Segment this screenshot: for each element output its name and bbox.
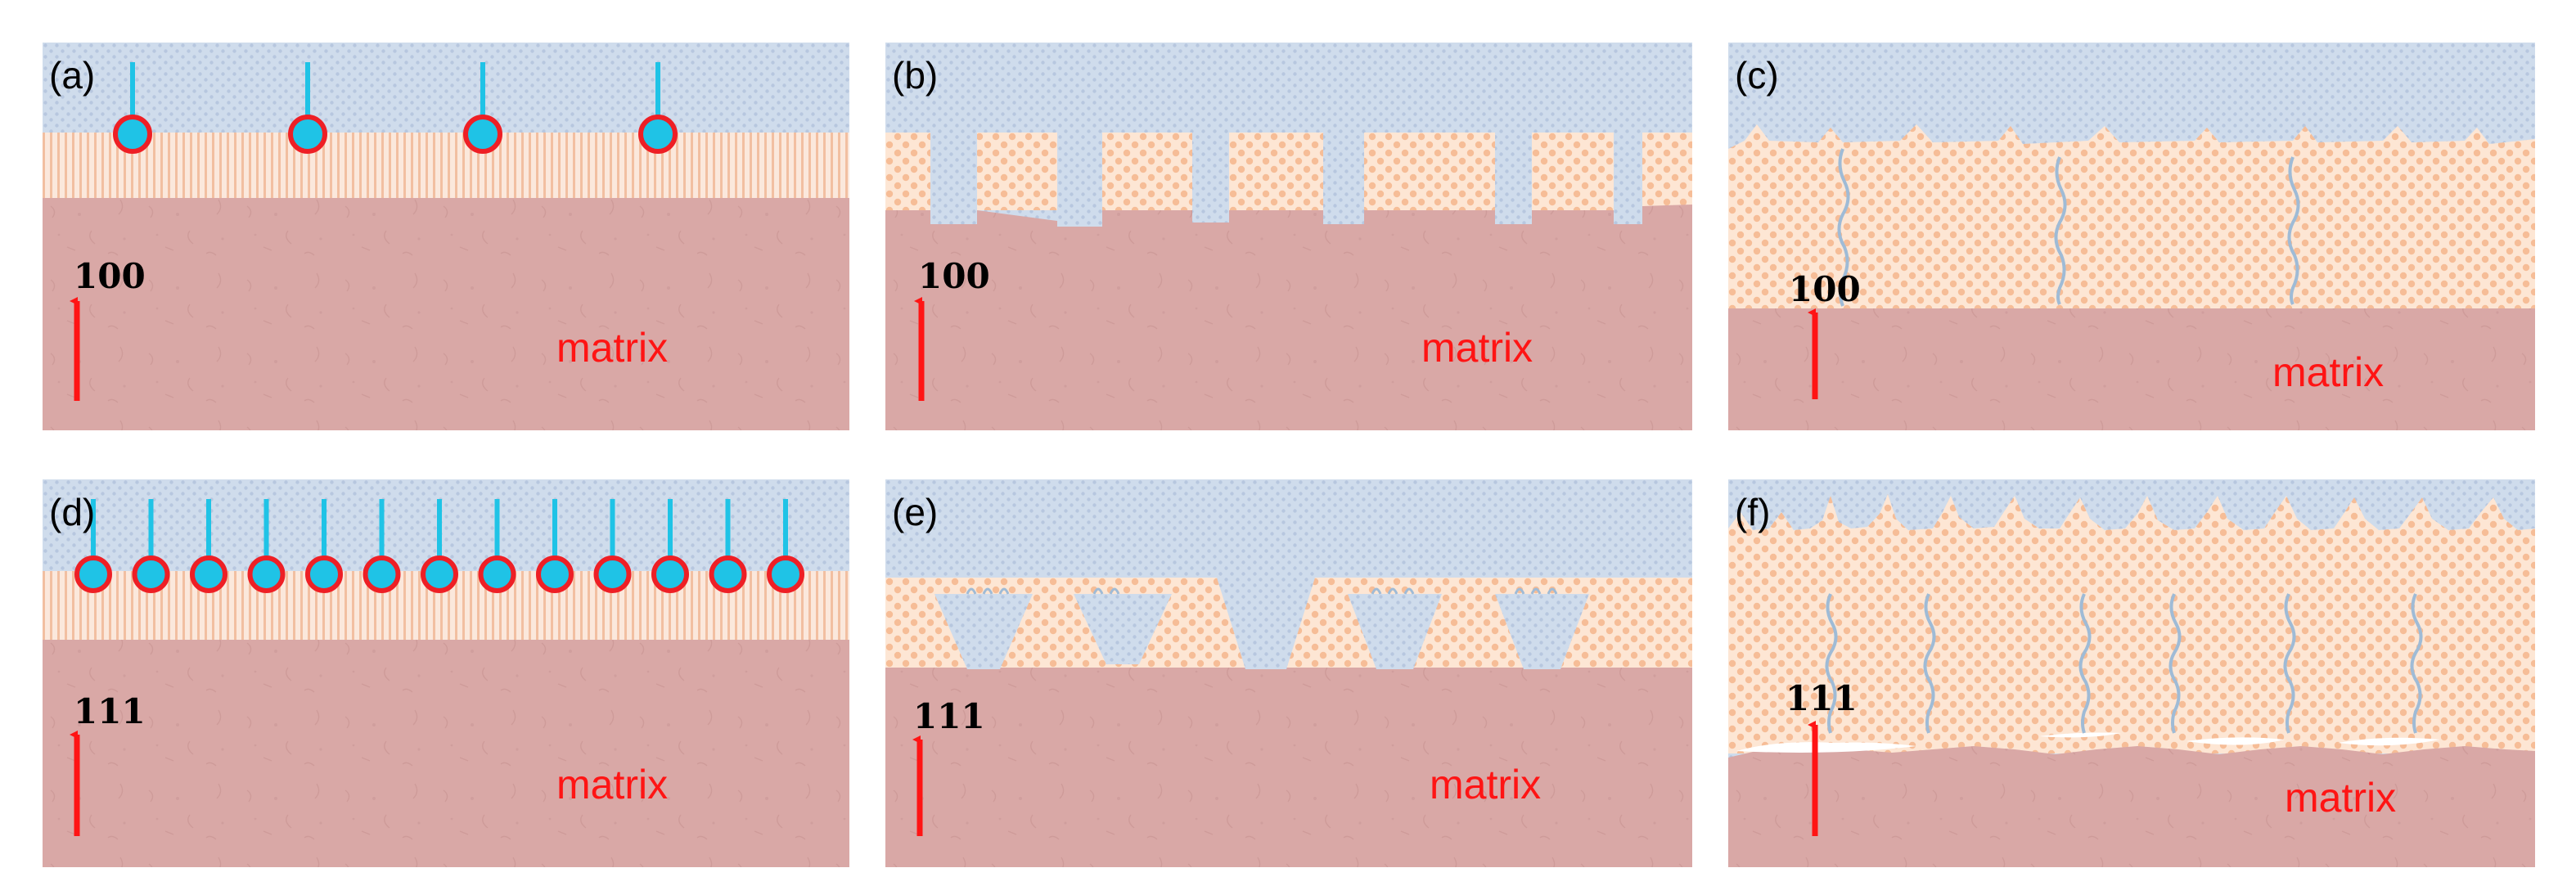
matrix-region (885, 205, 1692, 430)
orientation-label: 100 (1789, 269, 1861, 309)
corrosion-pits (930, 133, 1642, 227)
crack (1825, 593, 1838, 734)
interface-voids (1736, 732, 2440, 753)
molecule-head (463, 115, 502, 154)
void (1736, 742, 1916, 753)
molecule-head (638, 115, 678, 154)
matrix-label: matrix (2272, 349, 2384, 395)
panel-label: (c) (1735, 54, 1779, 97)
pit (1495, 133, 1532, 224)
passive-film (43, 133, 849, 198)
pit (934, 594, 1033, 669)
bubble (1092, 587, 1120, 595)
adsorbed-molecules (74, 499, 804, 593)
pit (1614, 133, 1642, 224)
oxide-layer (1728, 494, 2535, 753)
molecule-head (132, 555, 170, 593)
matrix-label: matrix (556, 325, 668, 371)
molecule-head (190, 555, 227, 593)
panel-c: (c) 100 matrix (1728, 43, 2535, 430)
molecule-head (478, 555, 516, 593)
gas-bubbles (966, 587, 1558, 595)
pit (1323, 133, 1364, 224)
void (2338, 737, 2440, 746)
bubble (966, 587, 1010, 595)
panel-f: (f) 111 matrix (1728, 479, 2535, 867)
crack (2078, 593, 2092, 734)
cracks (1837, 148, 2300, 307)
orientation-label: 100 (918, 256, 990, 296)
matrix-region (43, 640, 849, 867)
matrix-label: matrix (1421, 325, 1533, 371)
panel-e: (e) 111 matrix (885, 479, 1692, 867)
crack (2054, 156, 2067, 305)
matrix-label: matrix (556, 762, 668, 807)
pit (1192, 133, 1229, 223)
void (2039, 732, 2121, 738)
bubble (1514, 587, 1558, 595)
corrosion-pits (934, 578, 1589, 669)
pit (1074, 594, 1172, 664)
crack (2410, 593, 2423, 734)
panel-d: (d) 111 matrix (43, 479, 849, 867)
cracks (1825, 593, 2423, 734)
molecule-head (593, 555, 632, 593)
oxide-layer (1728, 124, 2535, 308)
pit (930, 133, 977, 224)
orientation-label: 111 (913, 696, 985, 736)
panel-label: (d) (49, 491, 95, 533)
pit (1057, 133, 1102, 227)
molecule-head (536, 555, 574, 593)
molecule-head (247, 555, 286, 593)
crack (2287, 156, 2300, 305)
crack (1837, 148, 1850, 307)
pit (1495, 594, 1589, 669)
molecule-head (363, 555, 401, 593)
pit (1348, 594, 1442, 669)
molecule-head (767, 555, 804, 593)
panel-label: (e) (892, 491, 938, 533)
panel-b: (b) 100 matrix (885, 43, 1692, 430)
panel-label: (a) (49, 54, 95, 97)
crack (1923, 593, 1936, 734)
matrix-region (885, 668, 1692, 867)
bubble (1371, 587, 1415, 595)
orientation-label: 111 (74, 691, 146, 731)
oxide-layer (885, 133, 1692, 210)
matrix-region (43, 198, 849, 430)
panel-a: (a) 100 matrix (43, 43, 849, 430)
molecule-head (113, 115, 152, 154)
panel-label: (b) (892, 54, 938, 97)
matrix-label: matrix (1430, 762, 1541, 807)
crack (2168, 593, 2182, 734)
void (2186, 737, 2285, 745)
molecule-head (74, 555, 112, 593)
molecule-head (305, 555, 343, 593)
matrix-region (1728, 746, 2535, 867)
pit (1217, 578, 1315, 669)
crack (2283, 593, 2296, 734)
matrix-region (1728, 308, 2535, 430)
molecule-head (288, 115, 327, 154)
matrix-label: matrix (2285, 775, 2396, 821)
orientation-label: 111 (1786, 678, 1858, 718)
molecule-head (421, 555, 458, 593)
orientation-label: 100 (74, 256, 146, 296)
molecule-head (651, 555, 689, 593)
adsorbed-molecules (113, 62, 678, 154)
panel-label: (f) (1735, 491, 1770, 533)
molecule-head (709, 555, 747, 593)
